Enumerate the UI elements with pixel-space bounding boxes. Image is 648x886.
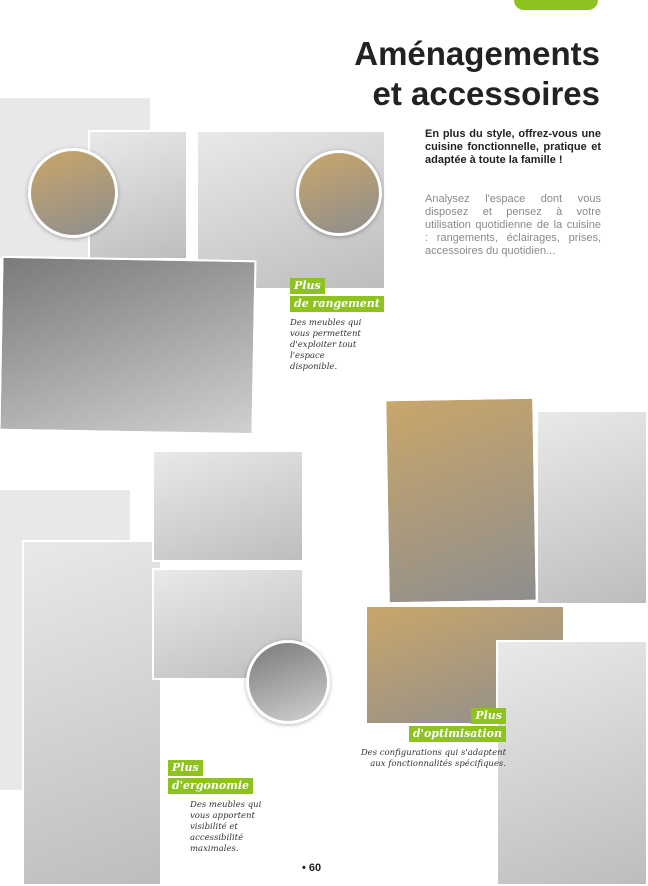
intro-body: Analysez l'espace dont vous disposez et … bbox=[425, 193, 601, 257]
photo-waste-bins bbox=[536, 410, 648, 605]
callout-tag: Plus bbox=[471, 708, 506, 724]
callout-tag: d'ergonomie bbox=[168, 778, 254, 794]
callout-tag: de rangement bbox=[290, 296, 384, 312]
callout-ergonomie: Plus d'ergonomie Des meubles qui vous ap… bbox=[168, 758, 268, 855]
title-line-1: Aménagements bbox=[354, 35, 600, 72]
photo-dishwasher bbox=[384, 396, 538, 605]
callout-tag: d'optimisation bbox=[408, 726, 506, 742]
callout-rangement: Plus de rangement Des meubles qui vous p… bbox=[290, 276, 384, 373]
title-line-2: et accessoires bbox=[372, 75, 600, 112]
callout-tag: Plus bbox=[290, 278, 325, 294]
callout-optimisation: Plus d'optimisation Des configurations q… bbox=[360, 706, 506, 770]
photo-pullout-pantry bbox=[496, 640, 648, 886]
callout-caption: Des meubles qui vous permettent d'exploi… bbox=[290, 318, 362, 372]
photo-detail-circle bbox=[28, 148, 118, 238]
callout-caption: Des configurations qui s'adaptent aux fo… bbox=[360, 748, 506, 769]
photo-handle-circle bbox=[246, 640, 330, 724]
photo-drawer-circle bbox=[296, 150, 382, 236]
intro-lead: En plus du style, offrez-vous une cuisin… bbox=[425, 128, 601, 166]
photo-pantry-tall bbox=[22, 540, 162, 886]
photo-pans-carousel bbox=[0, 255, 257, 436]
section-tab bbox=[514, 0, 598, 10]
callout-caption: Des meubles qui vous apportent visibilit… bbox=[190, 800, 262, 854]
photo-pantry-drawer bbox=[152, 450, 304, 562]
page-number: • 60 bbox=[302, 862, 322, 874]
callout-tag: Plus bbox=[168, 760, 203, 776]
